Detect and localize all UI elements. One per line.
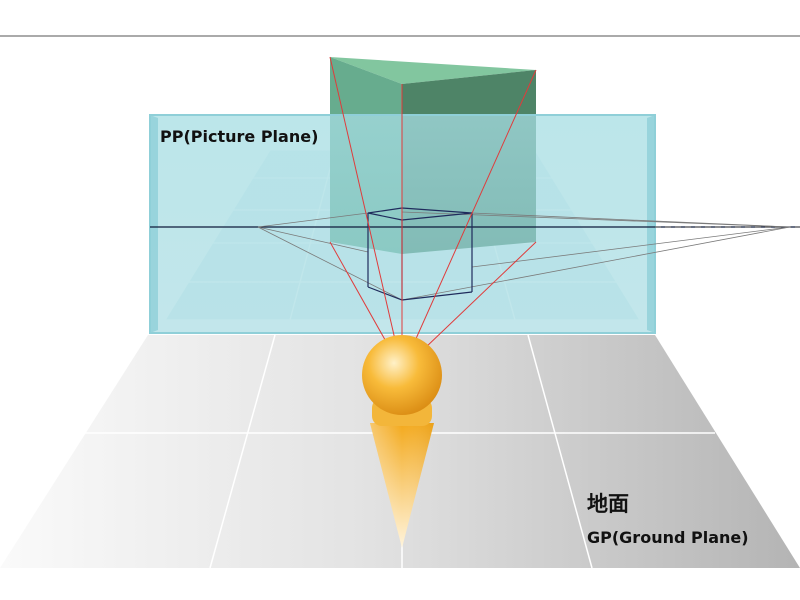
- vanishing-lines: [257, 211, 791, 301]
- ground-plane-label: GP(Ground Plane): [587, 528, 749, 547]
- picture-plane-label: PP(Picture Plane): [160, 127, 319, 146]
- ground-plane-kanji-label: 地面: [587, 492, 629, 516]
- observer-eye-figure-icon: [362, 335, 442, 548]
- cube-top-face: [330, 57, 536, 84]
